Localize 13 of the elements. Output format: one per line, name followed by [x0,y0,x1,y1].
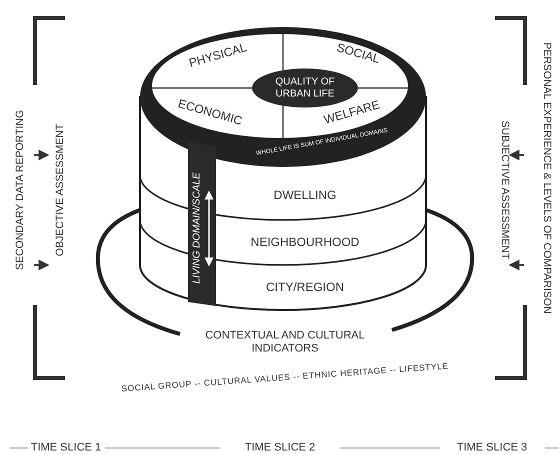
indicator-list: SOCIAL GROUP -- CULTURAL VALUES -- ETHNIC HERITAGE -- LIFESTYLE [121,362,449,394]
side-label: OBJECTIVE ASSESSMENT [54,124,66,256]
side-label: SUBJECTIVE ASSESSMENT [498,120,512,260]
band-label: DWELLING [274,189,336,203]
band-label: NEIGHBOURHOOD [250,236,360,250]
side-label: PERSONAL EXPERIENCE & LEVELS OF COMPARISON [540,42,554,314]
sector-label: SOCIAL [334,41,382,67]
side-label: SECONDARY DATA REPORTING [14,110,26,270]
band-label: CITY/REGION [266,281,344,295]
time-label: TIME SLICE 1 [30,442,102,454]
time-label: TIME SLICE 2 [244,442,316,454]
brim-label: CONTEXTUAL AND CULTURAL INDICATORS [190,329,380,355]
time-label: TIME SLICE 3 [456,442,528,454]
